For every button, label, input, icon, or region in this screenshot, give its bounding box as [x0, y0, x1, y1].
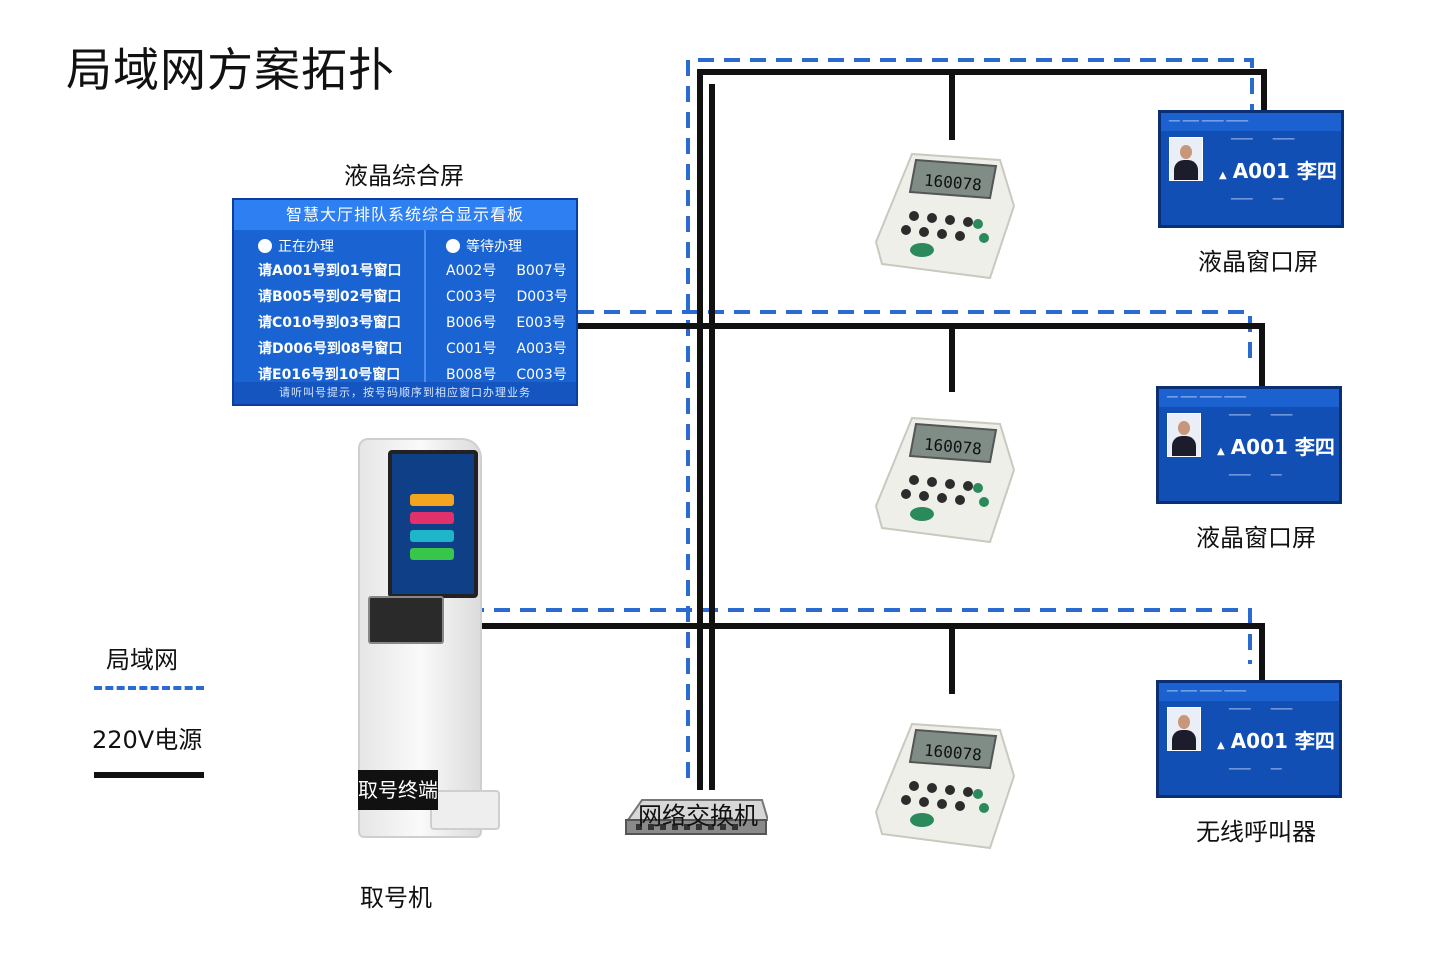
waiting-row: C003号 D003号	[446, 284, 576, 310]
window-ticket: A001	[1230, 729, 1288, 753]
waiting-row: B006号 E003号	[446, 310, 576, 336]
kiosk-button	[410, 548, 454, 560]
clock-icon	[446, 239, 460, 253]
kiosk-button	[410, 494, 454, 506]
waiting-ticket: D003号	[516, 289, 569, 305]
keypad-readout: 160078	[923, 171, 982, 195]
kiosk-touchscreen	[388, 450, 478, 598]
serving-row: 请A001号到01号窗口	[258, 263, 402, 279]
window-staff: 李四	[1296, 159, 1337, 183]
serving-header: 正在办理	[278, 239, 334, 255]
power-branch-2	[578, 323, 1265, 386]
power-trunk-a	[697, 69, 1267, 790]
kiosk-base	[430, 790, 500, 830]
waiting-ticket: E003号	[516, 315, 566, 331]
waiting-row: B008号 C003号	[446, 362, 576, 388]
window-screen-label: 液晶窗口屏	[1196, 524, 1316, 552]
serving-row: 请C010号到03号窗口	[258, 315, 401, 331]
waiting-ticket: B007号	[516, 263, 567, 279]
wireless-caller-keypad: 160078	[874, 152, 1016, 280]
serving-row: 请D006号到08号窗口	[258, 341, 403, 357]
legend-power-label: 220V电源	[92, 726, 203, 754]
waiting-ticket: A002号	[446, 263, 497, 279]
window-staff: 李四	[1294, 435, 1335, 459]
lan-wiring	[468, 58, 1254, 778]
window-ticket-display: ▲A001 李四	[1219, 159, 1337, 183]
power-wiring	[456, 69, 1267, 790]
keypad-readout: 160078	[923, 741, 982, 765]
window-lcd-screen: ── ─── ──── ──── ▲A001 李四 ──── ──── ────…	[1156, 680, 1342, 798]
serving-row: 请E016号到10号窗口	[258, 367, 401, 383]
main-lcd-screen: 智慧大厅排队系统综合显示看板 正在办理 请A001号到01号窗口 请B005号到…	[232, 198, 578, 406]
waiting-row: C001号 A003号	[446, 336, 576, 362]
check-icon	[258, 239, 272, 253]
window-screen-header: ── ─── ──── ────	[1161, 113, 1341, 131]
kiosk-button	[410, 530, 454, 542]
staff-photo	[1167, 413, 1201, 457]
serving-row: 请B005号到02号窗口	[258, 289, 402, 305]
kiosk-printer-slot	[368, 596, 444, 644]
serving-column: 正在办理 请A001号到01号窗口 请B005号到02号窗口 请C010号到03…	[234, 230, 426, 383]
window-ticket: A001	[1232, 159, 1290, 183]
window-screen-label: 液晶窗口屏	[1198, 248, 1318, 276]
network-switch	[625, 799, 768, 835]
wireless-caller-label: 无线呼叫器	[1196, 818, 1316, 846]
waiting-ticket: B006号	[446, 315, 497, 331]
power-branch-3	[456, 623, 1265, 680]
waiting-ticket: B008号	[446, 367, 497, 383]
window-ticket-display: ▲A001 李四	[1217, 729, 1335, 753]
waiting-ticket: C001号	[446, 341, 497, 357]
waiting-ticket: C003号	[446, 289, 497, 305]
waiting-column: 等待办理 A002号 B007号 C003号 D003号 B006号 E003号 C0…	[426, 230, 576, 383]
legend-lan-label: 局域网	[106, 646, 178, 674]
waiting-ticket: A003号	[516, 341, 567, 357]
wireless-caller-keypad: 160078	[874, 722, 1016, 850]
kiosk-label: 取号机	[360, 884, 432, 912]
switch-label: 网络交换机	[638, 802, 758, 830]
waiting-header: 等待办理	[466, 239, 522, 255]
window-screen-header: ── ─── ──── ────	[1159, 389, 1339, 407]
kiosk-nameplate: 取号终端	[358, 770, 438, 810]
waiting-row: A002号 B007号	[446, 258, 576, 284]
legend-lan-line	[94, 686, 204, 690]
window-lcd-screen: ── ─── ──── ──── ▲A001 李四 ──── ──── ────…	[1158, 110, 1344, 228]
board-footer: 请听叫号提示，按号码顺序到相应窗口办理业务	[234, 382, 576, 404]
keypad-readout: 160078	[923, 435, 982, 459]
window-staff: 李四	[1294, 729, 1335, 753]
lan-trunk	[686, 58, 1254, 778]
window-ticket-display: ▲A001 李四	[1217, 435, 1335, 459]
staff-photo	[1167, 707, 1201, 751]
window-screen-header: ── ─── ──── ────	[1159, 683, 1339, 701]
wireless-caller-keypad: 160078	[874, 416, 1016, 544]
diagram-title: 局域网方案拓扑	[66, 43, 395, 97]
board-heading: 智慧大厅排队系统综合显示看板	[234, 200, 576, 230]
kiosk-button	[410, 512, 454, 524]
staff-photo	[1169, 137, 1203, 181]
window-ticket: A001	[1230, 435, 1288, 459]
lan-branch-3	[468, 608, 1252, 664]
window-lcd-screen: ── ─── ──── ──── ▲A001 李四 ──── ──── ────…	[1156, 386, 1342, 504]
waiting-ticket: C003号	[516, 367, 567, 383]
main-screen-label: 液晶综合屏	[344, 162, 464, 190]
lan-branch-2	[578, 310, 1252, 364]
legend-power-line	[94, 772, 204, 778]
